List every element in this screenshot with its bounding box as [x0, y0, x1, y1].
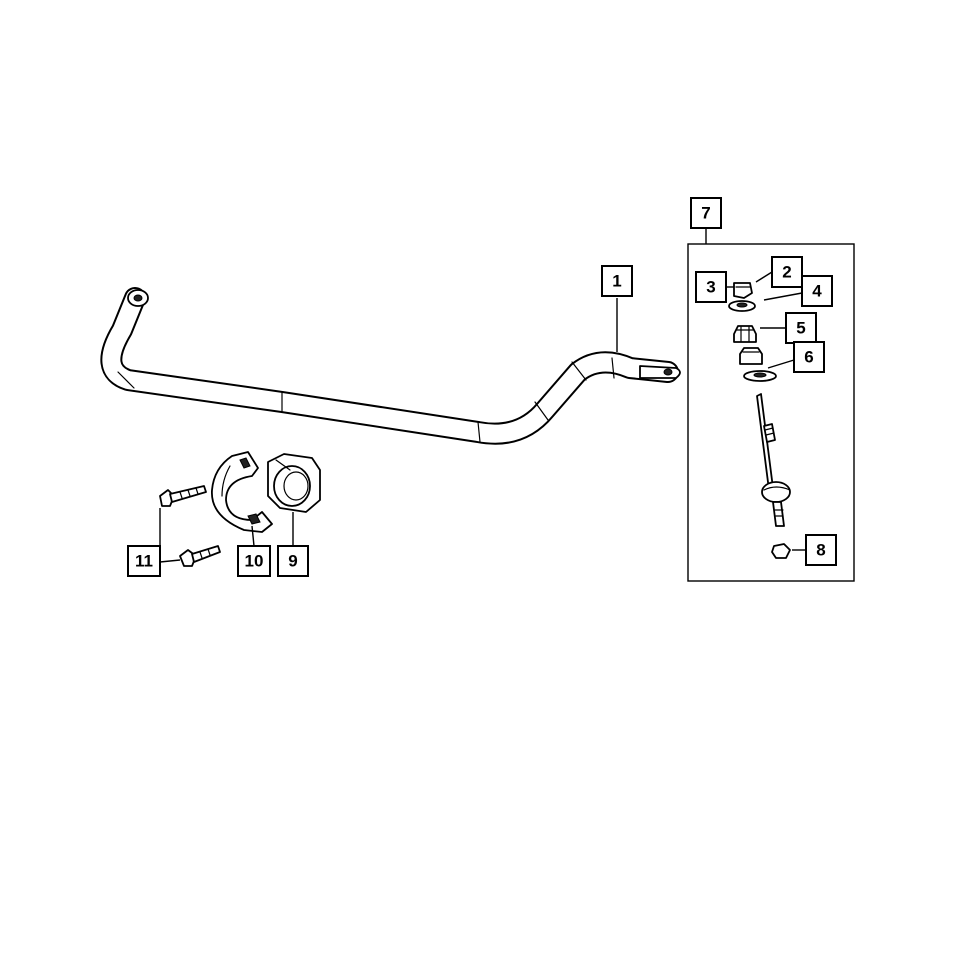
- svg-text:10: 10: [245, 552, 264, 571]
- stabilizer-bar: [100, 287, 681, 445]
- link-assembly-box: [687, 243, 855, 582]
- svg-text:2: 2: [782, 263, 791, 282]
- bolt-lower-part-11: [179, 545, 221, 567]
- callout-6: 6: [793, 341, 825, 373]
- svg-text:11: 11: [135, 552, 153, 571]
- svg-text:3: 3: [706, 278, 715, 297]
- bolt-upper-part-11: [159, 485, 207, 507]
- svg-text:8: 8: [816, 541, 825, 560]
- washer-part-4: [728, 300, 756, 312]
- bushing-lower: [739, 347, 763, 365]
- svg-text:5: 5: [796, 319, 805, 338]
- svg-text:6: 6: [804, 348, 813, 367]
- callout-4: 4: [801, 275, 833, 307]
- bushing-part-9: [267, 453, 321, 513]
- callout-10: 10: [237, 545, 271, 577]
- svg-text:1: 1: [612, 272, 621, 291]
- callout-2: 2: [771, 256, 803, 288]
- svg-text:4: 4: [812, 282, 822, 301]
- clamp-part-10: [211, 451, 273, 533]
- callout-9: 9: [277, 545, 309, 577]
- nut-part-8: [771, 543, 791, 559]
- leader-lines: [159, 228, 806, 563]
- bushing-part-5: [733, 325, 757, 343]
- callout-1: 1: [601, 265, 633, 297]
- washer-part-6: [743, 370, 777, 382]
- nut-part-3: [733, 282, 753, 299]
- svg-text:7: 7: [701, 204, 710, 223]
- link-rod: [756, 393, 791, 527]
- callout-11: 11: [127, 545, 161, 577]
- callout-8: 8: [805, 534, 837, 566]
- callout-5: 5: [785, 312, 817, 344]
- svg-text:9: 9: [288, 552, 297, 571]
- callout-3: 3: [695, 271, 727, 303]
- callout-7: 7: [690, 197, 722, 229]
